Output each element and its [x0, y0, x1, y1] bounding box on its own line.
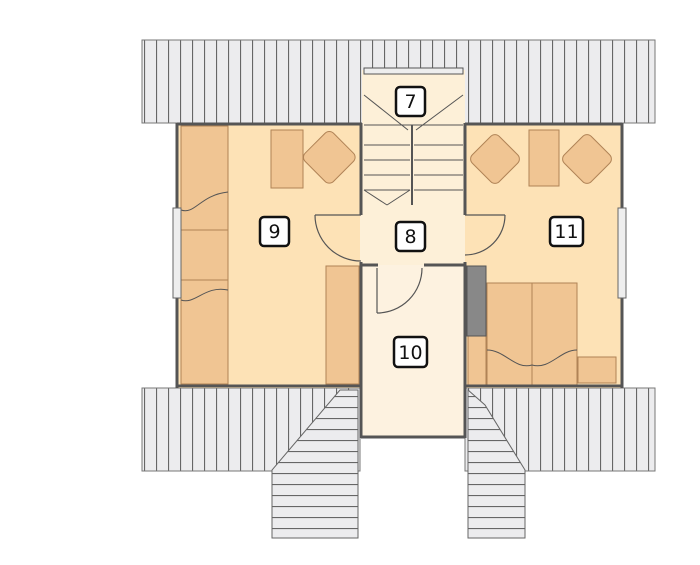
window-left	[172, 207, 182, 299]
svg-text:8: 8	[404, 226, 416, 248]
furniture	[180, 125, 617, 386]
dormer-left	[271, 389, 359, 539]
staircase	[363, 67, 464, 206]
window-right	[617, 207, 627, 299]
dormer-right	[467, 388, 526, 539]
svg-text:10: 10	[398, 342, 422, 364]
doors	[314, 214, 506, 314]
room-label-8: 8	[394, 220, 427, 253]
svg-text:11: 11	[554, 221, 578, 243]
room-label-7: 7	[394, 85, 427, 118]
svg-text:7: 7	[404, 91, 416, 113]
chimney	[466, 265, 487, 337]
svg-text:9: 9	[268, 221, 280, 243]
room-label-11: 11	[548, 215, 585, 248]
room-label-10: 10	[392, 335, 429, 369]
room-label-9: 9	[258, 215, 291, 248]
walls	[175, 122, 624, 439]
